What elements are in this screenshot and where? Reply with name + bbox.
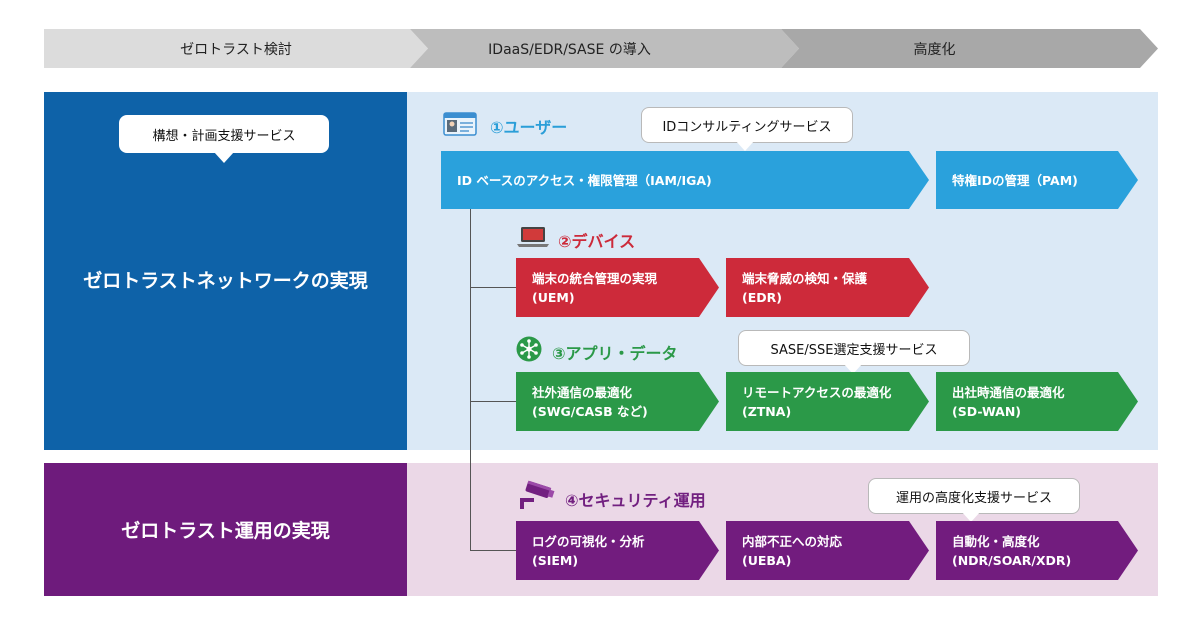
planning-callout-tail bbox=[214, 152, 234, 163]
sase-selection-tail bbox=[843, 363, 863, 374]
swg-sub: (SWG/CASB など) bbox=[532, 403, 648, 419]
ueba-title: 内部不正への対応 bbox=[742, 533, 843, 549]
device-branch-line bbox=[470, 287, 517, 288]
swg-title: 社外通信の最適化 bbox=[532, 384, 633, 400]
sdwan-sub: (SD-WAN) bbox=[952, 403, 1022, 419]
device-category-label: ②デバイス bbox=[558, 232, 636, 251]
ueba-box: 内部不正への対応 (UEBA) bbox=[726, 521, 929, 580]
phase-2-label: IDaaS/EDR/SASE の導入 bbox=[488, 41, 651, 58]
ndr-box: 自動化・高度化 (NDR/SOAR/XDR) bbox=[936, 521, 1138, 580]
security-category-label: ④セキュリティ運用 bbox=[565, 491, 706, 510]
ueba-sub: (UEBA) bbox=[742, 552, 792, 568]
app-category-label: ③アプリ・データ bbox=[552, 344, 678, 363]
id-consulting-callout: IDコンサルティングサービス bbox=[641, 107, 853, 143]
network-hub-icon bbox=[516, 336, 542, 362]
operation-panel bbox=[44, 463, 407, 596]
siem-title: ログの可視化・分析 bbox=[532, 533, 645, 549]
network-title: ゼロトラストネットワークの実現 bbox=[83, 269, 368, 292]
phase-3-label: 高度化 bbox=[913, 41, 956, 58]
user-category-label: ①ユーザー bbox=[490, 118, 568, 137]
swg-box: 社外通信の最適化 (SWG/CASB など) bbox=[516, 372, 719, 431]
phase-1-label: ゼロトラスト検討 bbox=[180, 41, 292, 58]
sdwan-box: 出社時通信の最適化 (SD-WAN) bbox=[936, 372, 1138, 431]
uem-sub: (UEM) bbox=[532, 289, 575, 305]
sdwan-title: 出社時通信の最適化 bbox=[952, 384, 1065, 400]
pam-title: 特権IDの管理（PAM) bbox=[952, 172, 1078, 188]
planning-support-callout: 構想・計画支援サービス bbox=[119, 115, 329, 153]
siem-sub: (SIEM) bbox=[532, 552, 579, 568]
ndr-sub: (NDR/SOAR/XDR) bbox=[952, 552, 1072, 568]
edr-sub: (EDR) bbox=[742, 289, 782, 305]
operation-title: ゼロトラスト運用の実現 bbox=[121, 519, 330, 542]
uem-title: 端末の統合管理の実現 bbox=[532, 270, 658, 286]
ztna-sub: (ZTNA) bbox=[742, 403, 792, 419]
iam-title: ID ベースのアクセス・権限管理（IAM/IGA) bbox=[457, 172, 712, 188]
phase-bar bbox=[44, 29, 1158, 68]
ztna-title: リモートアクセスの最適化 bbox=[742, 384, 892, 400]
iam-box: ID ベースのアクセス・権限管理（IAM/IGA) bbox=[441, 151, 929, 209]
laptop-icon bbox=[517, 227, 549, 247]
security-branch-line bbox=[470, 550, 517, 551]
siem-box: ログの可視化・分析 (SIEM) bbox=[516, 521, 719, 580]
ops-advanced-callout: 運用の高度化支援サービス bbox=[868, 478, 1080, 514]
tree-trunk-line bbox=[470, 208, 471, 551]
uem-box: 端末の統合管理の実現 (UEM) bbox=[516, 258, 719, 317]
edr-title: 端末脅威の検知・保護 bbox=[742, 270, 868, 286]
ztna-box: リモートアクセスの最適化 (ZTNA) bbox=[726, 372, 929, 431]
app-branch-line bbox=[470, 401, 517, 402]
id-consulting-tail bbox=[735, 140, 755, 151]
edr-box: 端末脅威の検知・保護 (EDR) bbox=[726, 258, 929, 317]
pam-box: 特権IDの管理（PAM) bbox=[936, 151, 1138, 209]
ops-advanced-tail bbox=[961, 511, 981, 522]
ndr-title: 自動化・高度化 bbox=[952, 533, 1040, 549]
cctv-camera-icon bbox=[520, 480, 555, 509]
sase-selection-callout: SASE/SSE選定支援サービス bbox=[738, 330, 970, 366]
id-card-icon bbox=[443, 112, 477, 136]
